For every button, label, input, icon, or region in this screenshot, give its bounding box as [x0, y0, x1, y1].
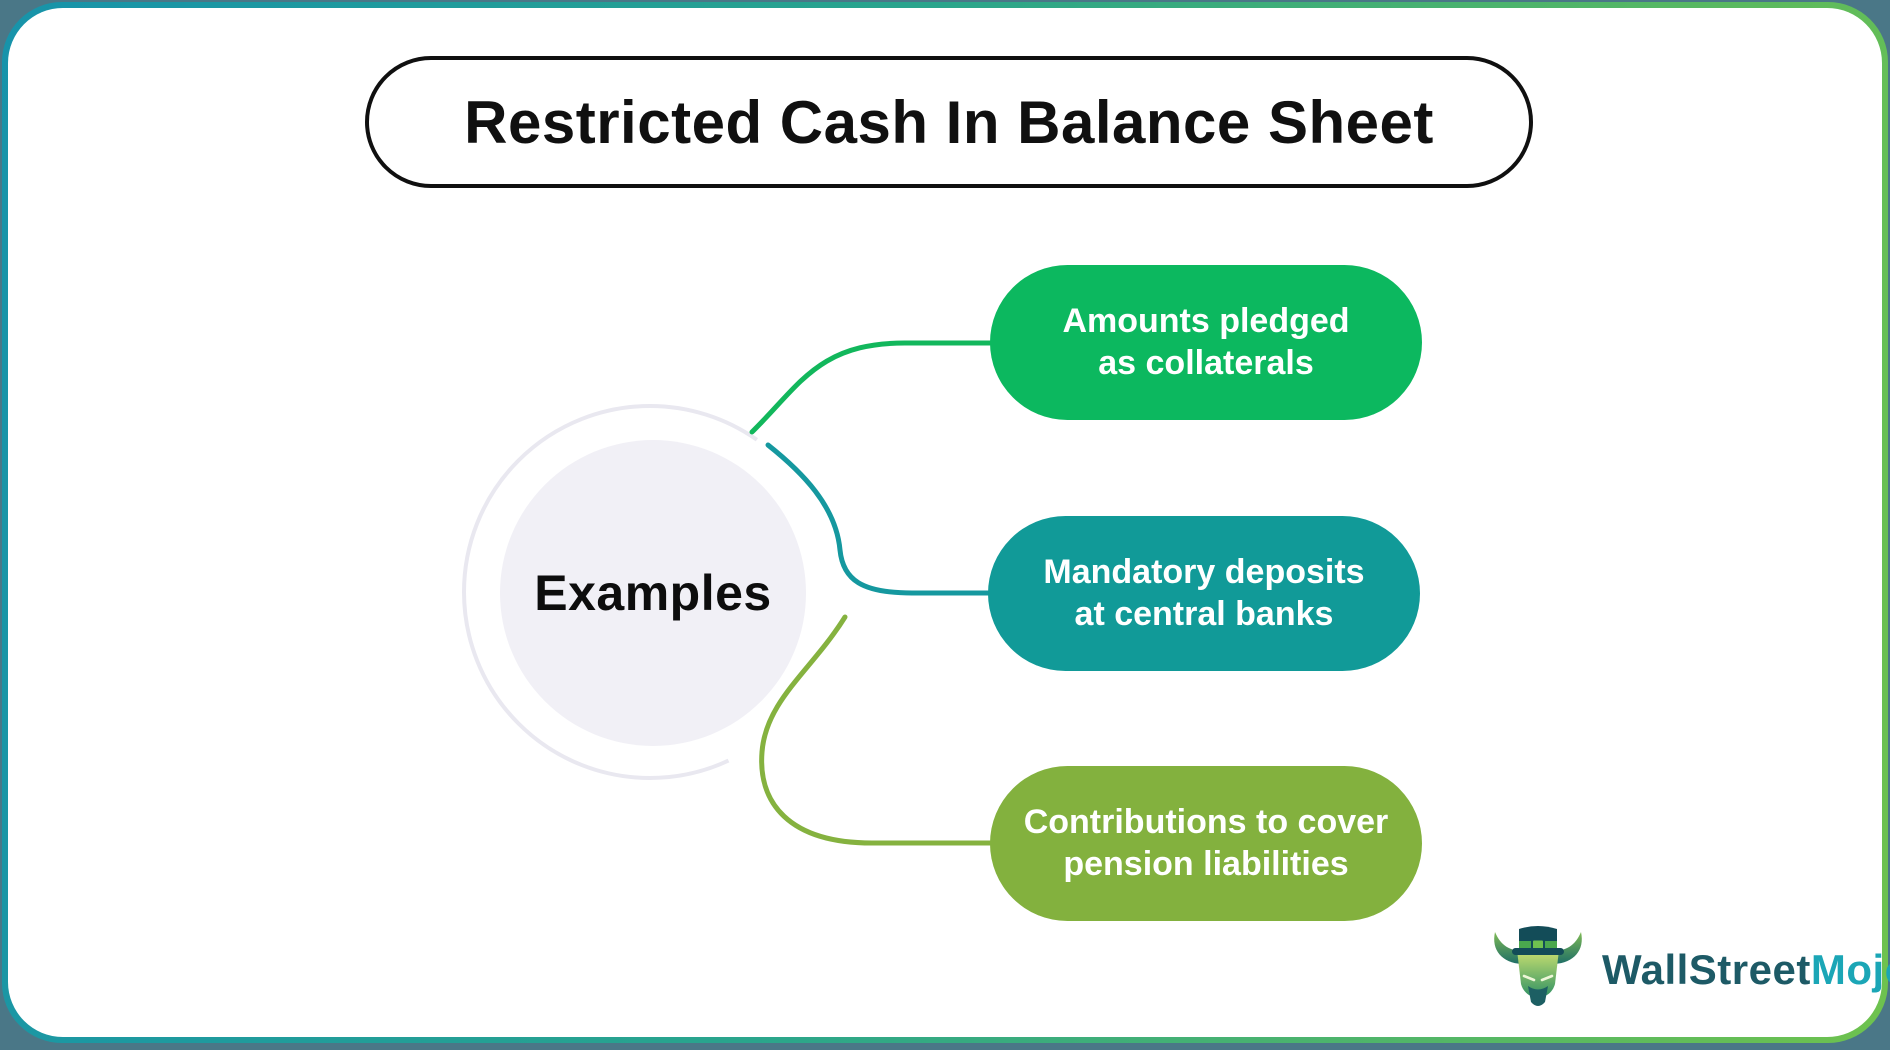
connector-pension-contributions [759, 614, 993, 846]
examples-label: Examples [534, 565, 772, 621]
outer-ring-arc [462, 404, 838, 780]
page-title: Restricted Cash In Balance Sheet [464, 88, 1434, 156]
pill-pension-contributions: Contributions to cover pension liabiliti… [990, 766, 1422, 921]
examples-circle: Examples [500, 440, 806, 746]
wallstreetmojo-logo: WallStreetMojo [1488, 918, 1890, 1022]
pill-pension-contributions-line1: Contributions to cover [1023, 803, 1389, 842]
wordmark-mojo: Mojo [1810, 946, 1890, 993]
title-box: Restricted Cash In Balance Sheet [365, 56, 1533, 188]
bull-with-top-hat-icon [1494, 926, 1582, 1006]
pill-amounts-pledged: Amounts pledged as collaterals [990, 265, 1422, 420]
wordmark-wallstreet: WallStreet [1602, 946, 1811, 993]
connector-mandatory-deposits [765, 442, 991, 596]
pill-mandatory-deposits-line2: at central banks [1074, 594, 1334, 633]
wordmark: WallStreetMojo [1602, 946, 1890, 994]
pill-mandatory-deposits: Mandatory deposits at central banks [988, 516, 1420, 671]
pill-mandatory-deposits-line1: Mandatory deposits [1043, 553, 1365, 592]
pill-amounts-pledged-line1: Amounts pledged [1062, 302, 1350, 341]
pill-amounts-pledged-line2: as collaterals [1098, 343, 1314, 382]
connector-amounts-pledged [749, 340, 993, 435]
pill-pension-contributions-line2: pension liabilities [1063, 844, 1349, 883]
